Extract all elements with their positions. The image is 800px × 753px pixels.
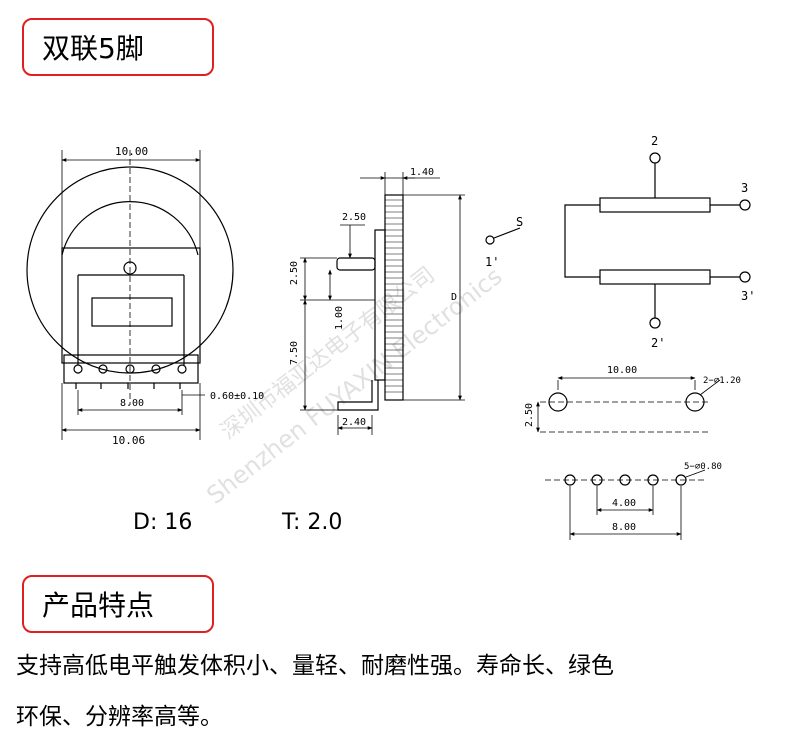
terminal-3 — [739, 199, 751, 211]
switch-1p — [485, 235, 495, 245]
technical-drawing: 深圳市福亚达电子有限公司 Shenzhen FUYAXIN Electronic… — [26, 134, 755, 540]
side-shaft — [336, 257, 376, 271]
front-pin-3 — [125, 364, 135, 374]
resistor-top — [599, 197, 711, 213]
resistor-bottom — [599, 269, 711, 285]
features-title: 产品特点 — [22, 575, 214, 633]
spec-d: D: 16 — [133, 510, 193, 535]
label-2p: 2' — [651, 336, 665, 350]
side-knurl-lines — [385, 199, 403, 393]
wiring — [564, 204, 600, 278]
front-pin-base — [63, 354, 199, 384]
terminal-3p — [739, 271, 751, 283]
watermark: 深圳市福亚达电子有限公司 Shenzhen FUYAXIN Electronic… — [201, 262, 507, 510]
features-line-2: 环保、分辨率高等。 — [16, 704, 223, 730]
dim-pin-total: 8.00 — [612, 522, 636, 533]
dim-side-top: 1.40 — [410, 167, 434, 178]
side-body — [374, 229, 386, 381]
dim-width-bottom: 10.06 — [112, 434, 145, 447]
label-1p: 1' — [485, 255, 499, 269]
switch-s — [493, 227, 521, 239]
features-line-1: 支持高低电平触发体积小、量轻、耐磨性强。寿命长、绿色 — [16, 653, 614, 679]
dim-pad-dia: 2−⌀1.20 — [703, 376, 741, 386]
label-2: 2 — [651, 134, 658, 148]
dim-pin-span: 8.00 — [120, 398, 144, 409]
dim-side-h2: 1.00 — [334, 306, 345, 330]
front-pin-1 — [73, 364, 83, 374]
front-window — [91, 297, 173, 327]
side-bracket — [337, 380, 379, 411]
front-body — [61, 247, 201, 364]
front-body-inset — [77, 274, 185, 365]
dim-pad-offset: 2.50 — [524, 403, 535, 427]
label-3p: 3' — [741, 289, 755, 303]
front-pin-5 — [177, 364, 187, 374]
dim-width-top: 10.00 — [115, 145, 148, 158]
dim-side-h1: 2.50 — [289, 261, 300, 285]
terminal-2 — [649, 152, 661, 164]
dim-pin-pitch: 4.00 — [612, 498, 636, 509]
dim-side-bottom: 2.40 — [342, 417, 366, 428]
label-3: 3 — [741, 181, 748, 195]
watermark-en: Shenzhen FUYAXIN Electronics — [201, 262, 507, 510]
front-inner-arc — [61, 201, 199, 256]
front-view — [26, 150, 234, 405]
dim-pin-tol: 0.60±0.10 — [210, 391, 264, 402]
dim-side-shaft: 2.50 — [342, 212, 366, 223]
side-view — [336, 194, 404, 411]
dim-pin-dia: 5−⌀0.80 — [684, 462, 722, 472]
dim-side-d: D — [451, 292, 457, 303]
terminal-2p — [649, 317, 661, 329]
spec-t: T: 2.0 — [282, 510, 343, 535]
header-title: 双联5脚 — [22, 18, 214, 76]
label-s: S — [516, 215, 523, 229]
side-dims — [300, 172, 465, 435]
front-pin-2 — [98, 364, 108, 374]
front-pin-4 — [151, 364, 161, 374]
front-pin-legs — [75, 383, 181, 389]
dim-side-h3: 7.50 — [289, 341, 300, 365]
dim-pad-span: 10.00 — [607, 365, 637, 376]
front-dims — [61, 150, 205, 440]
circuit-schematic — [485, 152, 751, 329]
